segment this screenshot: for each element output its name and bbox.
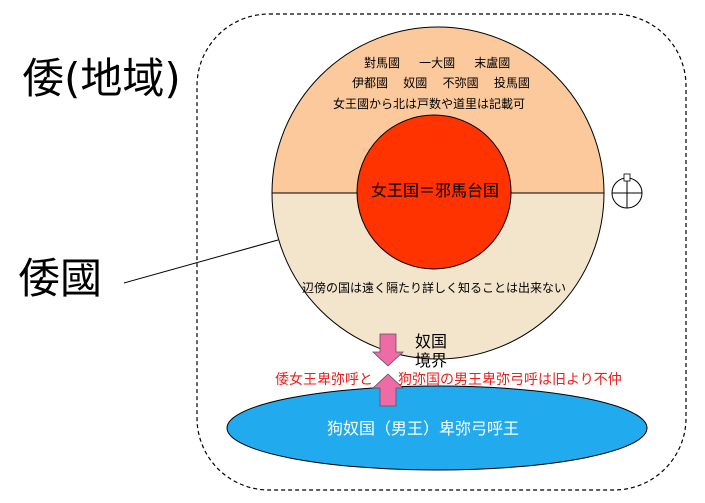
northern-half xyxy=(271,26,605,194)
lower-arrow xyxy=(371,373,405,407)
core-label: 女王国＝邪馬台国 xyxy=(371,181,500,200)
border-label-line2: 境界 xyxy=(415,351,448,370)
compass-icon xyxy=(611,173,643,209)
wa-region-label: 倭(地域) xyxy=(22,54,181,103)
wa-region-boundary xyxy=(196,13,687,491)
conflict-text-right: 狗弥国の男王卑弥弓呼は旧より不仲 xyxy=(398,372,622,388)
wa-koku-pointer xyxy=(123,239,279,284)
conflict-text-left: 倭女王卑弥呼と xyxy=(275,372,373,388)
southern-note: 辺傍の国は遠く隔たり詳しく知ることは出来ない xyxy=(302,281,567,295)
southern-half xyxy=(271,192,605,360)
border-label-line1: 奴国 xyxy=(415,332,448,351)
upper-arrow xyxy=(371,333,405,367)
rival-label: 狗奴国（男王）卑弥弓呼王 xyxy=(327,419,520,438)
wa-koku-label: 倭國 xyxy=(18,254,103,303)
core-circle xyxy=(356,114,512,270)
northern-row-2: 伊都國 奴國 不弥國 投馬國 xyxy=(352,76,530,90)
northern-note: 女王國から北は戸数や道里は記載可 xyxy=(333,97,526,111)
northern-row-1: 對馬國 一大國 末盧國 xyxy=(364,56,511,70)
rival-ellipse xyxy=(226,385,648,471)
